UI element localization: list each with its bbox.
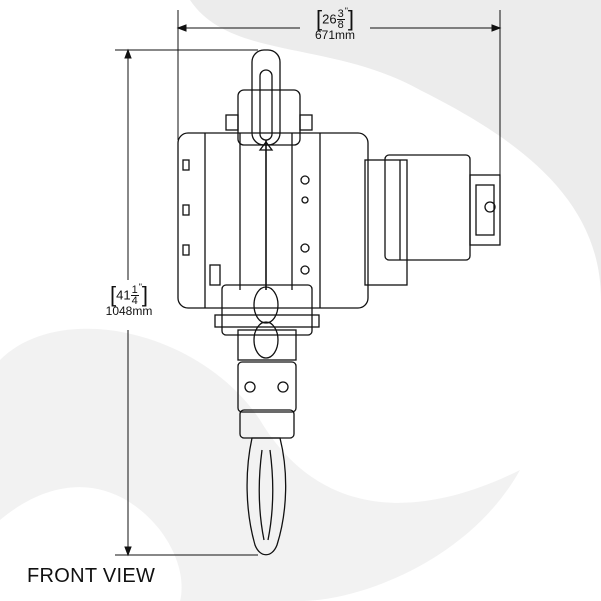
hoist-housing [177,132,369,309]
close-bracket: ] [141,282,149,307]
height-inch-mark: " [138,282,142,292]
width-inch-mark: " [344,6,348,16]
close-bracket: ] [347,6,355,31]
height-inches-denominator: 4 [131,294,138,307]
height-dimension-line [115,48,258,557]
hook-handle [246,437,287,556]
height-metric: 1048mm [105,304,153,318]
width-metric: 671mm [314,28,355,42]
open-bracket: [ [109,282,117,307]
width-inches-whole: 26 [322,11,337,27]
height-inches-numerator: 1 [130,283,139,296]
width-inches-denominator: 8 [337,18,344,31]
motor-unit [364,154,501,286]
height-inches-whole: 41 [116,287,131,303]
view-title: FRONT VIEW [27,565,156,587]
width-dimension-line [176,10,502,175]
top-hook-hanger [225,49,313,290]
open-bracket: [ [315,6,323,31]
width-inches-numerator: 3 [336,7,345,20]
bottom-block [214,284,320,361]
